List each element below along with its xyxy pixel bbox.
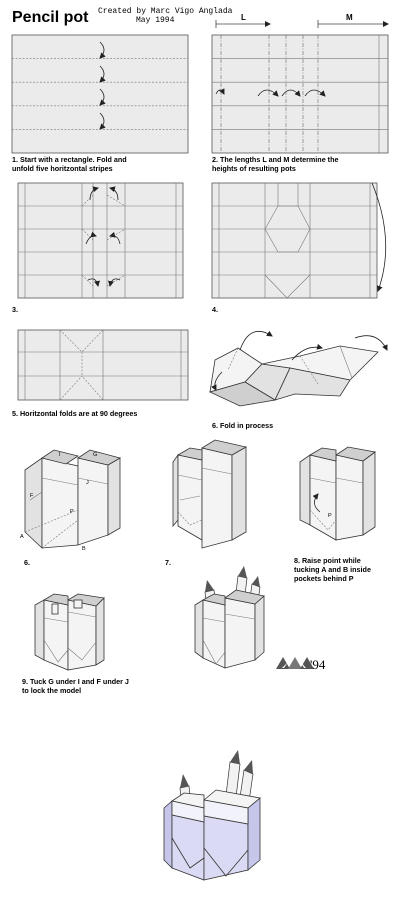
mva-logo	[276, 657, 314, 669]
point-label-a: A	[20, 534, 24, 540]
point-label-j: J	[86, 480, 89, 486]
step-2-caption-line1: 2. The lengths L and M determine the	[212, 155, 338, 164]
step-3-diagram	[17, 182, 184, 299]
page-title: Pencil pot	[12, 9, 89, 26]
point-label-g: G	[93, 452, 97, 458]
point-label-b: B	[82, 546, 86, 552]
step-1-caption-line1: 1. Start with a rectangle. Fold and	[12, 155, 127, 164]
step-4-caption: 4.	[212, 305, 218, 314]
step-4-diagram	[211, 182, 387, 299]
step-2-caption-line2: heights of resulting pots	[212, 164, 296, 173]
step-7-diagram	[172, 439, 248, 549]
point-label-f: F	[30, 493, 34, 499]
signature-year: '94	[310, 657, 326, 672]
step-6b-caption: 6.	[24, 558, 30, 567]
step-8-diagram	[299, 446, 376, 541]
dimension-markers	[215, 20, 389, 28]
step-9-caption-line1: 9. Tuck G under I and F under J	[22, 677, 129, 686]
step-5-diagram	[17, 329, 189, 401]
point-label-p-step8: P	[328, 513, 332, 519]
step-8-caption-line1: 8. Raise point while	[294, 556, 361, 565]
step-1-diagram	[11, 34, 189, 154]
step-6a-caption: 6. Fold in process	[212, 421, 273, 430]
step-8-caption-line2: tucking A and B inside	[294, 565, 371, 574]
point-label-p: P	[70, 509, 74, 515]
step-9-diagram	[34, 593, 105, 671]
step-5-caption: 5. Horitzontal folds are at 90 degrees	[12, 409, 137, 418]
step-6-fold-in-process	[208, 330, 388, 407]
step-8-caption-line3: pockets behind P	[294, 574, 354, 583]
step-9-caption-line2: to lock the model	[22, 686, 81, 695]
dimension-label-l: L	[241, 13, 246, 22]
final-model	[163, 750, 261, 881]
dimension-label-m: M	[346, 13, 353, 22]
credit-author: Created by Marc Vigo Anglada	[98, 7, 233, 16]
step-1-caption-line2: unfold five horitzontal stripes	[12, 164, 113, 173]
step-3-caption: 3.	[12, 305, 18, 314]
step-6-box-diagram	[24, 449, 122, 549]
credit-date: May 1994	[136, 16, 175, 25]
step-7-caption: 7.	[165, 558, 171, 567]
finished-pot-small	[194, 566, 265, 669]
step-2-diagram	[211, 34, 389, 154]
point-label-i: I	[59, 452, 61, 458]
